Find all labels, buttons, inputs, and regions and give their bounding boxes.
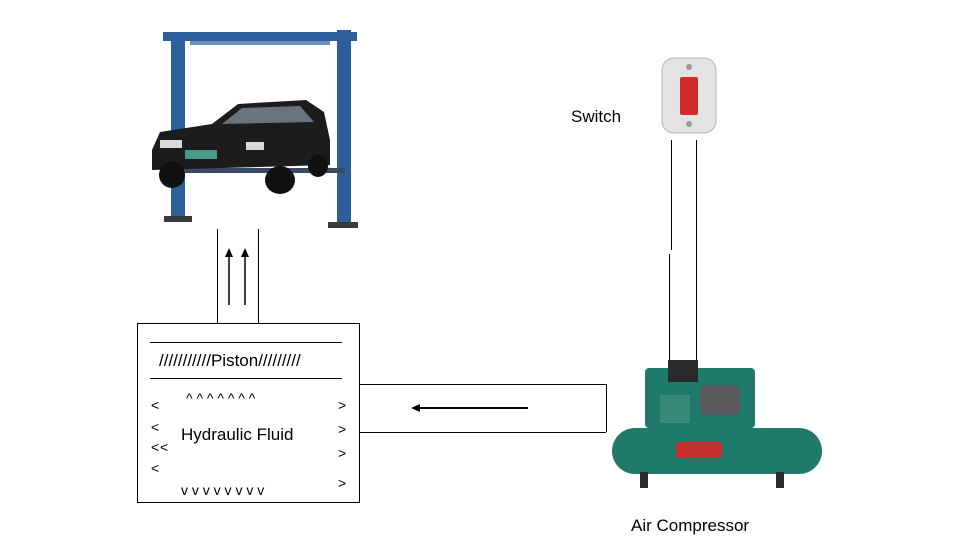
switch-label: Switch [571, 107, 622, 126]
switch-wire [669, 140, 697, 360]
wall-switch-icon [661, 57, 717, 134]
upward-arrow-icon [225, 248, 249, 305]
hydraulic-fluid-label: Hydraulic Fluid [181, 425, 294, 444]
piston-label: ///////////Piston///////// [159, 351, 301, 370]
air-compressor-icon [612, 360, 822, 488]
left-pressure-mark: < [151, 419, 160, 435]
right-pressure-mark: > [338, 421, 347, 437]
leftward-arrow-icon [411, 404, 528, 412]
right-pressure-mark: > [338, 475, 347, 491]
downward-pressure-marks: v v v v v v v v [181, 482, 265, 498]
left-pressure-mark: < [151, 460, 160, 476]
right-pressure-mark: > [338, 445, 347, 461]
right-pressure-mark: > [338, 397, 347, 413]
air-compressor-label: Air Compressor [631, 516, 750, 535]
air-pipe [360, 384, 607, 433]
car-lift-icon [152, 30, 358, 228]
piston-box [137, 323, 360, 503]
lift-pipe [217, 229, 259, 323]
left-pressure-mark: < [151, 439, 160, 455]
left-pressure-mark: < [160, 439, 169, 455]
left-pressure-mark: < [151, 397, 160, 413]
upward-pressure-marks: ^ ^ ^ ^ ^ ^ ^ [186, 390, 256, 406]
